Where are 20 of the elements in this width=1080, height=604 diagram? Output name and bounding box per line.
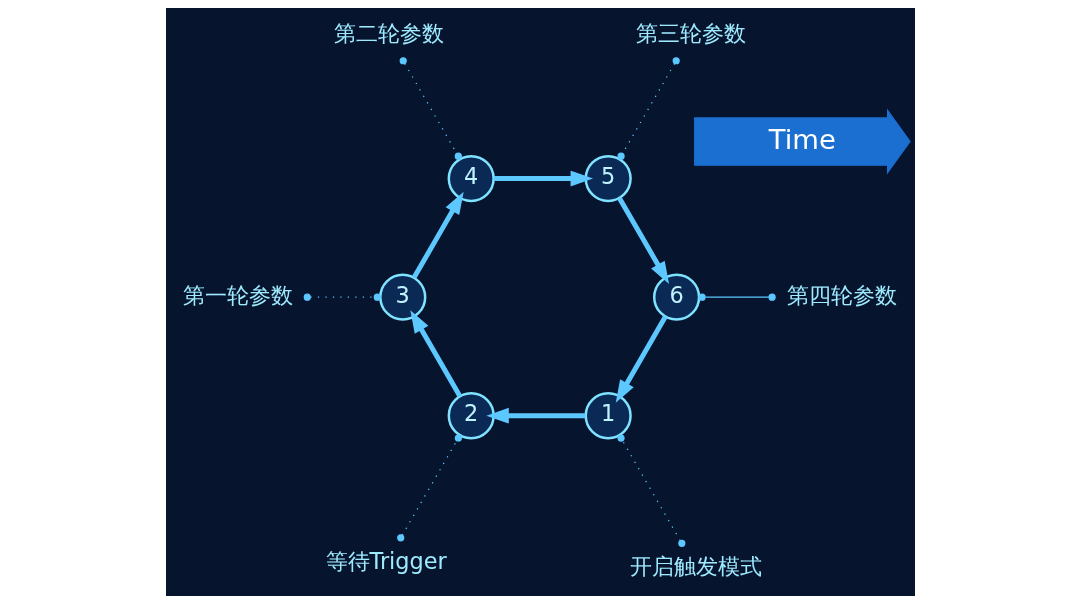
node-text: 开启触发模式 <box>629 552 762 579</box>
arrow <box>493 170 593 187</box>
node-text: 第二轮参数 <box>333 19 444 46</box>
node-text: 第三轮参数 <box>635 19 746 46</box>
node-text: 等待Trigger <box>325 547 447 574</box>
connector <box>303 293 381 301</box>
node-text: 第一轮参数 <box>182 281 293 308</box>
arrow <box>409 310 462 398</box>
arrow <box>411 191 464 279</box>
node-text: 第四轮参数 <box>786 281 897 308</box>
node-circle: 6 <box>652 273 700 321</box>
connector <box>616 434 685 547</box>
connector <box>399 57 462 160</box>
node-circle: 3 <box>378 273 426 321</box>
arrow <box>615 315 667 403</box>
connector <box>616 57 680 160</box>
connector <box>697 293 776 301</box>
connector <box>396 434 462 542</box>
arrow <box>485 407 586 424</box>
arrow <box>616 196 669 285</box>
